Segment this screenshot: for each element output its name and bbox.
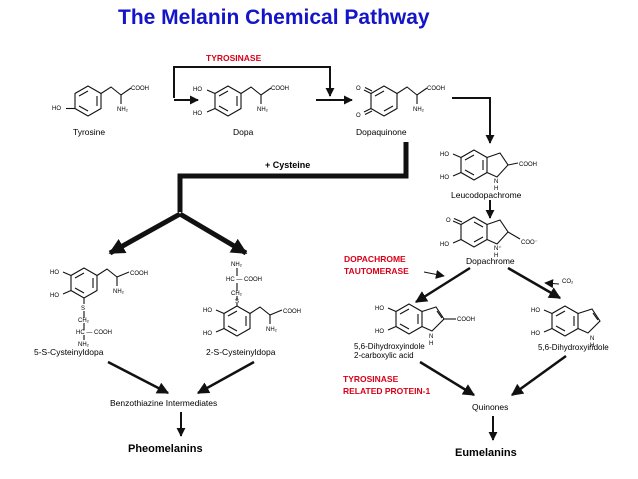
- dopa-nh2-label: NH₂: [257, 107, 269, 113]
- cysteinyldopa2-ho-top-label: HO: [203, 308, 212, 314]
- enzyme-tyrosinase-label: TYROSINASE: [206, 53, 262, 63]
- cysteinyldopa2-cooh-label: COOH: [283, 309, 301, 315]
- tyrosinase-bracket-arrow: [173, 66, 335, 98]
- dopachrome-o-label: O: [446, 218, 451, 224]
- cysteinyldopa2-hc-cooh-label: HC — COOH: [226, 277, 262, 283]
- dopaquinone-structure: [363, 85, 428, 117]
- dopachrome-coo-label: COO⁻: [521, 240, 538, 246]
- enzyme-dopachrome-label: DOPACHROME: [344, 254, 406, 264]
- dopachrome-ho-label: HO: [440, 242, 449, 248]
- dhica-structure: [387, 303, 456, 335]
- cysteinyldopa2-ch2-label: CH₂: [231, 291, 243, 297]
- dopaquinone-o-top-label: O: [356, 86, 361, 92]
- compound-5s-cysteinyldopa-label: 5-S-Cysteinyldopa: [34, 347, 104, 357]
- branch-to-2s-cysteinyldopa-arrow: [178, 211, 248, 256]
- cysteinyldopa5-ho-top-label: HO: [50, 270, 59, 276]
- cysteinyldopa5-hc-cooh-label: HC — COOH: [76, 330, 112, 336]
- cysteinyldopa2-nh2-label: NH₂: [266, 327, 278, 333]
- compound-dopa-label: Dopa: [233, 127, 254, 137]
- dhi-ho-bottom-label: HO: [531, 331, 540, 337]
- cysteinyldopa5-ho-bottom-label: HO: [50, 293, 59, 299]
- cysteinyldopa5-ch2-label: CH₂: [78, 318, 90, 324]
- dopa-cooh-label: COOH: [271, 86, 289, 92]
- dhica-cooh-label: COOH: [457, 317, 475, 323]
- tyrosine-ho-label: HO: [52, 106, 61, 112]
- dopachrome-h-label: H: [494, 253, 498, 259]
- cysteine-branch-line: [177, 142, 409, 212]
- dhica-ho-top-label: HO: [375, 306, 384, 312]
- compound-leucodopachrome-label: Leucodopachrome: [451, 190, 522, 200]
- dhi-to-quinones-arrow: [511, 354, 567, 397]
- product-pheomelanins-label: Pheomelanins: [128, 443, 203, 455]
- tyrosine-cooh-label: COOH: [131, 86, 149, 92]
- dopaquinone-cooh-label: COOH: [427, 86, 445, 92]
- dopa-structure: [206, 85, 272, 117]
- dopachrome-structure: [452, 216, 521, 248]
- dhica-h-label: H: [429, 341, 433, 347]
- leucodopachrome-cooh-label: COOH: [519, 162, 537, 168]
- leucodopachrome-structure: [452, 149, 519, 181]
- leucodopachrome-h-label: H: [494, 186, 498, 192]
- page-title: The Melanin Chemical Pathway: [118, 6, 430, 29]
- product-eumelanins-label: Eumelanins: [455, 447, 517, 459]
- compound-quinones-label: Quinones: [472, 402, 508, 412]
- reagent-co2-label: CO₂: [562, 279, 574, 285]
- enzyme-trp1-line2: RELATED PROTEIN-1: [343, 386, 430, 396]
- cysteinyldopa5-s-label: S: [81, 306, 85, 312]
- compound-tyrosine-label: Tyrosine: [73, 127, 105, 137]
- leucodopachrome-ho-bottom-label: HO: [440, 175, 449, 181]
- cysteinyldopa5-nh2-bottom-label: NH₂: [78, 342, 90, 348]
- dhi-h-label: H: [590, 343, 594, 349]
- compound-dhi-label: 5,6-Dihydroxyindole: [538, 343, 609, 352]
- tyrosine-nh2-label: NH₂: [117, 107, 129, 113]
- cysteinyldopa2-s-label: S: [235, 299, 239, 305]
- cysteinyldopa5-cooh-label: COOH: [130, 271, 148, 277]
- enzyme-tautomerase-label: TAUTOMERASE: [344, 266, 409, 276]
- dhica-to-quinones-arrow: [419, 360, 476, 397]
- tautomerase-pointer-arrow: [423, 269, 445, 279]
- cysteinyldopa5-structure: [62, 267, 130, 340]
- dopaquinone-o-bottom-label: O: [356, 113, 361, 119]
- branch-to-5s-cysteinyldopa-arrow: [108, 211, 182, 256]
- 2s-cysteinyldopa-to-benzothiazine-arrow: [196, 360, 255, 395]
- 5s-cysteinyldopa-to-benzothiazine-arrow: [107, 360, 170, 395]
- cysteinyldopa2-nh2-top-label: NH₂: [231, 262, 243, 268]
- compound-dopaquinone-label: Dopaquinone: [356, 127, 407, 137]
- enzyme-trp1-line1: TYROSINASE: [343, 374, 399, 384]
- cysteinyldopa2-structure: [215, 268, 283, 337]
- dopa-ho-top-label: HO: [193, 87, 202, 93]
- dhica-ho-bottom-label: HO: [375, 329, 384, 335]
- leucodopachrome-nh-label: N: [494, 179, 498, 185]
- dhica-n-label: N: [429, 334, 433, 340]
- dhi-structure: [543, 305, 601, 337]
- compound-benzothiazine-label: Benzothiazine Intermediates: [110, 398, 217, 408]
- dopachrome-n-plus-label: N⁺: [494, 245, 502, 252]
- leucodopachrome-ho-top-label: HO: [440, 152, 449, 158]
- dopaquinone-to-leucodopachrome-arrow: [452, 97, 495, 144]
- dhi-n-label: N: [590, 336, 594, 342]
- reagent-cysteine-label: + Cysteine: [265, 160, 310, 170]
- compound-dopachrome-label: Dopachrome: [466, 256, 515, 266]
- dhi-ho-top-label: HO: [531, 308, 540, 314]
- dopachrome-to-dhica-arrow: [414, 266, 471, 304]
- tyrosine-structure: [66, 85, 132, 117]
- dopa-ho-bottom-label: HO: [193, 111, 202, 117]
- dopaquinone-nh2-label: NH₂: [413, 107, 425, 113]
- dopachrome-to-dhi-arrow: [507, 266, 562, 300]
- compound-2s-cysteinyldopa-label: 2-S-Cysteinyldopa: [206, 347, 276, 357]
- cysteinyldopa2-ho-bottom-label: HO: [203, 331, 212, 337]
- cysteinyldopa5-nh2-label: NH₂: [113, 289, 125, 295]
- co2-release-arrow: [544, 279, 560, 289]
- compound-dhica-line2: 2-carboxylic acid: [354, 351, 414, 360]
- compound-dhica-line1: 5,6-Dihydroxyindole: [354, 342, 425, 351]
